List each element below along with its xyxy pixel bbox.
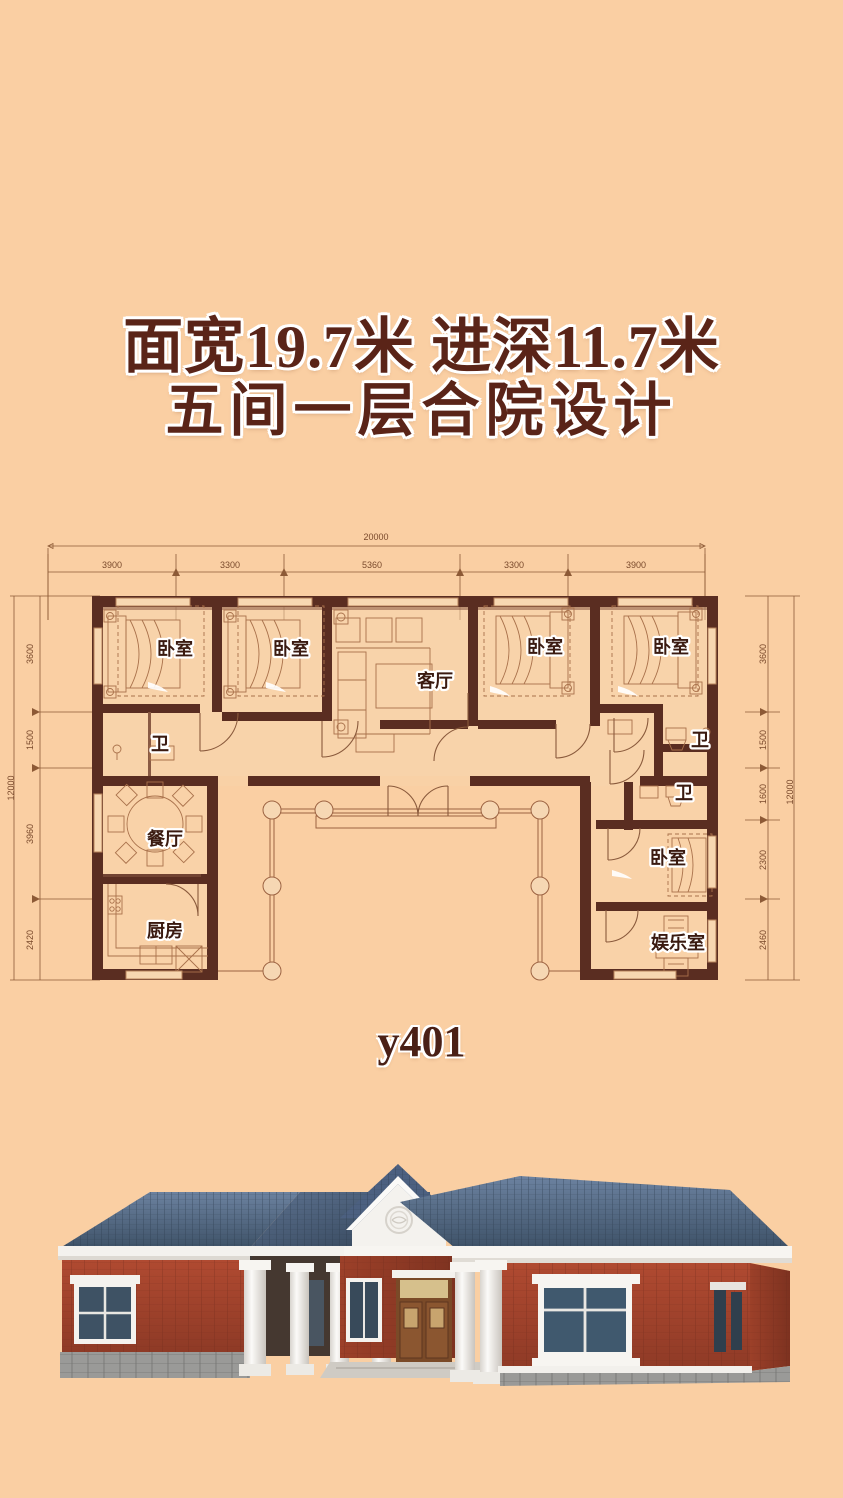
furniture-bedroom-5 bbox=[612, 833, 713, 897]
dim-top-seg-2: 3300 bbox=[220, 560, 240, 570]
furniture-kitchen bbox=[107, 884, 208, 973]
room-label-bedroom-1: 卧室 bbox=[157, 638, 193, 659]
dim-right-seg-4: 2300 bbox=[758, 850, 768, 870]
poster-title: 面宽19.7米 进深11.7米 五间一层合院设计 bbox=[0, 314, 843, 443]
dim-left-total: 12000 bbox=[6, 775, 16, 800]
dimension-left: 12000 3600 1500 3960 2420 bbox=[6, 595, 100, 981]
dim-top-seg-5: 3900 bbox=[626, 560, 646, 570]
room-label-bathroom-3: 卫 bbox=[675, 783, 693, 803]
walls-north-block bbox=[92, 596, 718, 786]
floor-slab bbox=[92, 596, 718, 980]
dim-left-seg-3: 3960 bbox=[25, 824, 35, 844]
house-render-drawing bbox=[58, 1164, 792, 1386]
dim-right-seg-3: 1600 bbox=[758, 784, 768, 804]
room-label-bedroom-5: 卧室 bbox=[650, 847, 686, 868]
dim-right-seg-2: 1500 bbox=[758, 730, 768, 750]
room-label-dining-room: 餐厅 bbox=[146, 828, 183, 849]
fixtures-bathroom-1 bbox=[112, 744, 175, 761]
house-right-wing bbox=[400, 1176, 792, 1386]
dim-top-seg-4: 3300 bbox=[504, 560, 524, 570]
dim-top-seg-3: 5360 bbox=[362, 560, 382, 570]
room-label-kitchen: 厨房 bbox=[147, 920, 183, 941]
room-label-bathroom-2: 卫 bbox=[691, 730, 709, 750]
dim-left-seg-4: 2420 bbox=[25, 930, 35, 950]
dim-left-seg-1: 3600 bbox=[25, 644, 35, 664]
dim-left-seg-2: 1500 bbox=[25, 730, 35, 750]
floor-plan-drawing: .w { fill:#5a2d21; } .wl { fill:#8a5a44;… bbox=[6, 532, 800, 981]
room-label-bedroom-4: 卧室 bbox=[653, 636, 689, 657]
dim-right-seg-1: 3600 bbox=[758, 644, 768, 664]
room-label-bathroom-1: 卫 bbox=[151, 734, 169, 754]
furniture-living-room bbox=[333, 609, 433, 753]
room-label-game-room: 娱乐室 bbox=[651, 932, 705, 953]
floor-plan: .w { fill:#5a2d21; } .wl { fill:#8a5a44;… bbox=[0, 524, 843, 1024]
dimension-right: 12000 3600 1500 1600 2300 2460 bbox=[745, 595, 800, 981]
window-openings bbox=[93, 597, 717, 980]
house-render bbox=[0, 1130, 843, 1390]
fixtures-bathroom-2 bbox=[607, 719, 711, 751]
dim-right-seg-5: 2460 bbox=[758, 930, 768, 950]
title-line-1: 面宽19.7米 进深11.7米 bbox=[123, 314, 720, 380]
room-label-bedroom-2: 卧室 bbox=[273, 638, 309, 659]
room-label-living-room: 客厅 bbox=[417, 670, 453, 691]
door-swings bbox=[165, 693, 649, 943]
porch-columns-right bbox=[450, 1260, 509, 1384]
courtyard-colonnade bbox=[218, 800, 580, 981]
dim-right-total: 12000 bbox=[785, 779, 795, 804]
dim-top-seg-1: 3900 bbox=[102, 560, 122, 570]
walls-east-wing bbox=[596, 782, 718, 911]
house-entry-pediment bbox=[320, 1164, 490, 1378]
plan-code-label: y401 bbox=[377, 1017, 466, 1066]
title-line-2: 五间一层合院设计 bbox=[165, 377, 678, 443]
room-label-bedroom-3: 卧室 bbox=[527, 636, 563, 657]
furniture-dining-room bbox=[107, 781, 203, 867]
house-left-wing bbox=[58, 1192, 300, 1378]
fixtures-bathroom-3 bbox=[639, 785, 685, 807]
room-labels: 卧室 卧室 客厅 卧室 卧室 卫 卫 卫 餐厅 卧室 厨房 娱乐室 .lbl{ … bbox=[144, 634, 712, 956]
furniture-game-room bbox=[655, 915, 699, 977]
dim-top-total: 20000 bbox=[363, 532, 388, 542]
walls-west-wing bbox=[92, 874, 218, 884]
